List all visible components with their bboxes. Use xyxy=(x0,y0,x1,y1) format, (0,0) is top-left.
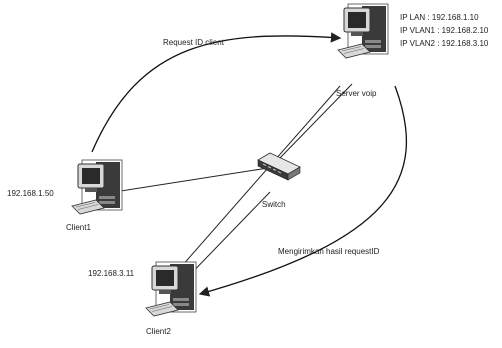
link-client1-switch xyxy=(107,167,269,194)
client2-ip-label: 192.168.3.11 xyxy=(88,269,135,278)
switch-name-label: Switch xyxy=(262,200,286,209)
link-server-client2 xyxy=(173,85,341,276)
client2-computer-icon xyxy=(145,261,197,317)
client1-ip-label: 192.168.1.50 xyxy=(7,189,54,198)
server-name-label: Server voip xyxy=(336,89,377,98)
server-computer-icon xyxy=(337,3,389,59)
client1-computer-icon xyxy=(71,159,123,215)
response-arrow-label: Mengirimkan hasil requestID xyxy=(278,247,380,256)
server-ip-vlan2: IP VLAN2 : 192.168.3.10 xyxy=(400,39,489,48)
server-ip-lan: IP LAN : 192.168.1.10 xyxy=(400,13,479,22)
server-ip-vlan1: IP VLAN1 : 192.168.2.10 xyxy=(400,26,489,35)
link-server-switch xyxy=(277,83,353,161)
connections xyxy=(107,83,353,284)
switch-icon xyxy=(257,152,301,181)
request-arrow-label: Request ID client xyxy=(163,38,225,47)
arrow-request xyxy=(91,32,342,153)
client1-name-label: Client1 xyxy=(66,223,91,232)
client2-name-label: Client2 xyxy=(146,327,171,336)
link-client2-switch xyxy=(181,191,271,284)
arrow-response xyxy=(198,85,408,297)
